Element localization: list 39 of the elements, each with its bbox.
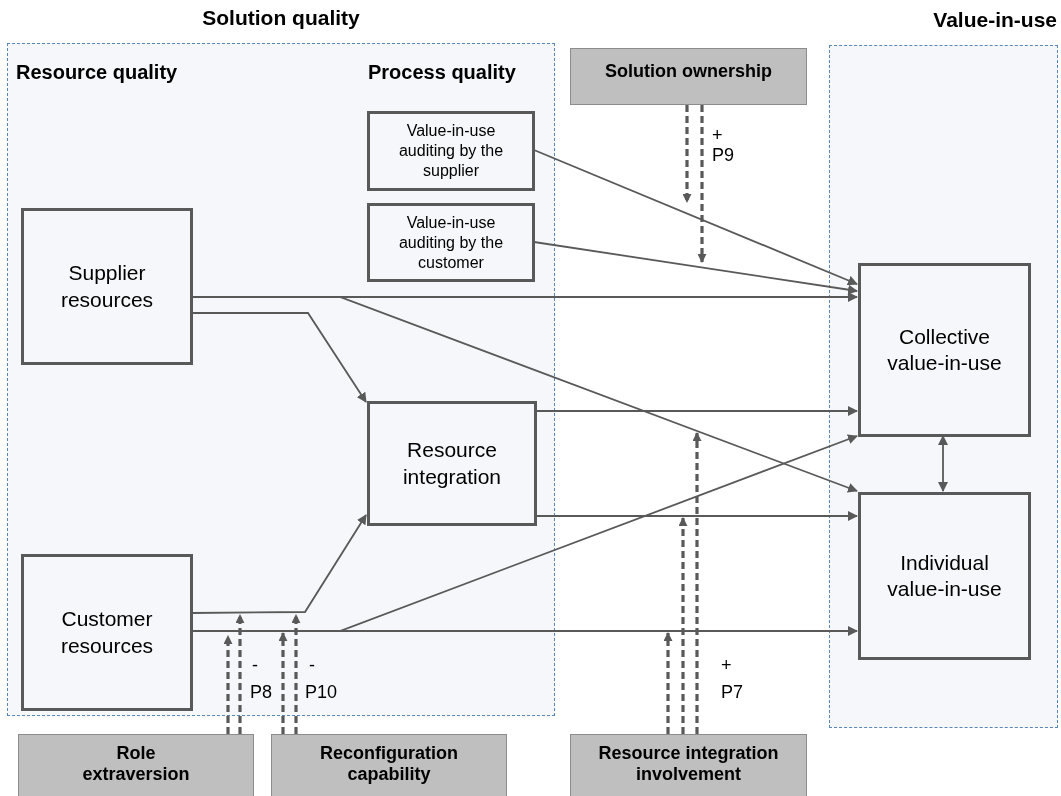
arrow	[533, 149, 858, 286]
concept-box: Customer resources	[21, 554, 193, 711]
arrow	[938, 435, 948, 492]
concept-box: Supplier resources	[21, 208, 193, 365]
proposition-label: +	[712, 125, 723, 146]
group-title: Value-in-use	[933, 8, 1057, 32]
proposition-label: P8	[250, 682, 273, 703]
arrow	[535, 406, 858, 416]
dashed-arrow	[291, 614, 301, 734]
column-heading: Resource quality	[16, 61, 178, 84]
dashed-arrow	[678, 517, 688, 734]
arrow	[533, 241, 858, 295]
moderator-box: Resource integration involvement	[570, 734, 807, 796]
dashed-arrow	[278, 632, 288, 734]
concept-box: Resource integration	[367, 401, 537, 526]
group-title: Solution quality	[202, 6, 360, 30]
proposition-label: -	[252, 655, 258, 676]
concept-box: Value-in-use auditing by the supplier	[367, 111, 535, 191]
arrow	[191, 312, 367, 403]
dashed-arrow	[682, 105, 692, 203]
moderator-box: Role extraversion	[18, 734, 254, 796]
concept-box: Value-in-use auditing by the customer	[367, 203, 535, 282]
dashed-arrow	[697, 105, 707, 263]
dashed-arrow	[235, 614, 245, 734]
proposition-label: -	[309, 655, 315, 676]
proposition-label: +	[721, 655, 732, 676]
column-heading: Process quality	[368, 61, 516, 84]
moderator-box: Solution ownership	[570, 48, 807, 105]
concept-box: Individual value-in-use	[858, 492, 1031, 660]
arrow	[191, 514, 367, 614]
dashed-arrow	[223, 635, 233, 734]
dashed-arrow	[692, 432, 702, 734]
arrow	[535, 511, 858, 521]
proposition-label: P7	[721, 682, 744, 703]
proposition-label: P10	[305, 682, 338, 703]
dashed-arrow	[663, 632, 673, 734]
concept-box: Collective value-in-use	[858, 263, 1031, 437]
proposition-label: P9	[712, 145, 735, 166]
moderator-box: Reconfiguration capability	[271, 734, 507, 796]
